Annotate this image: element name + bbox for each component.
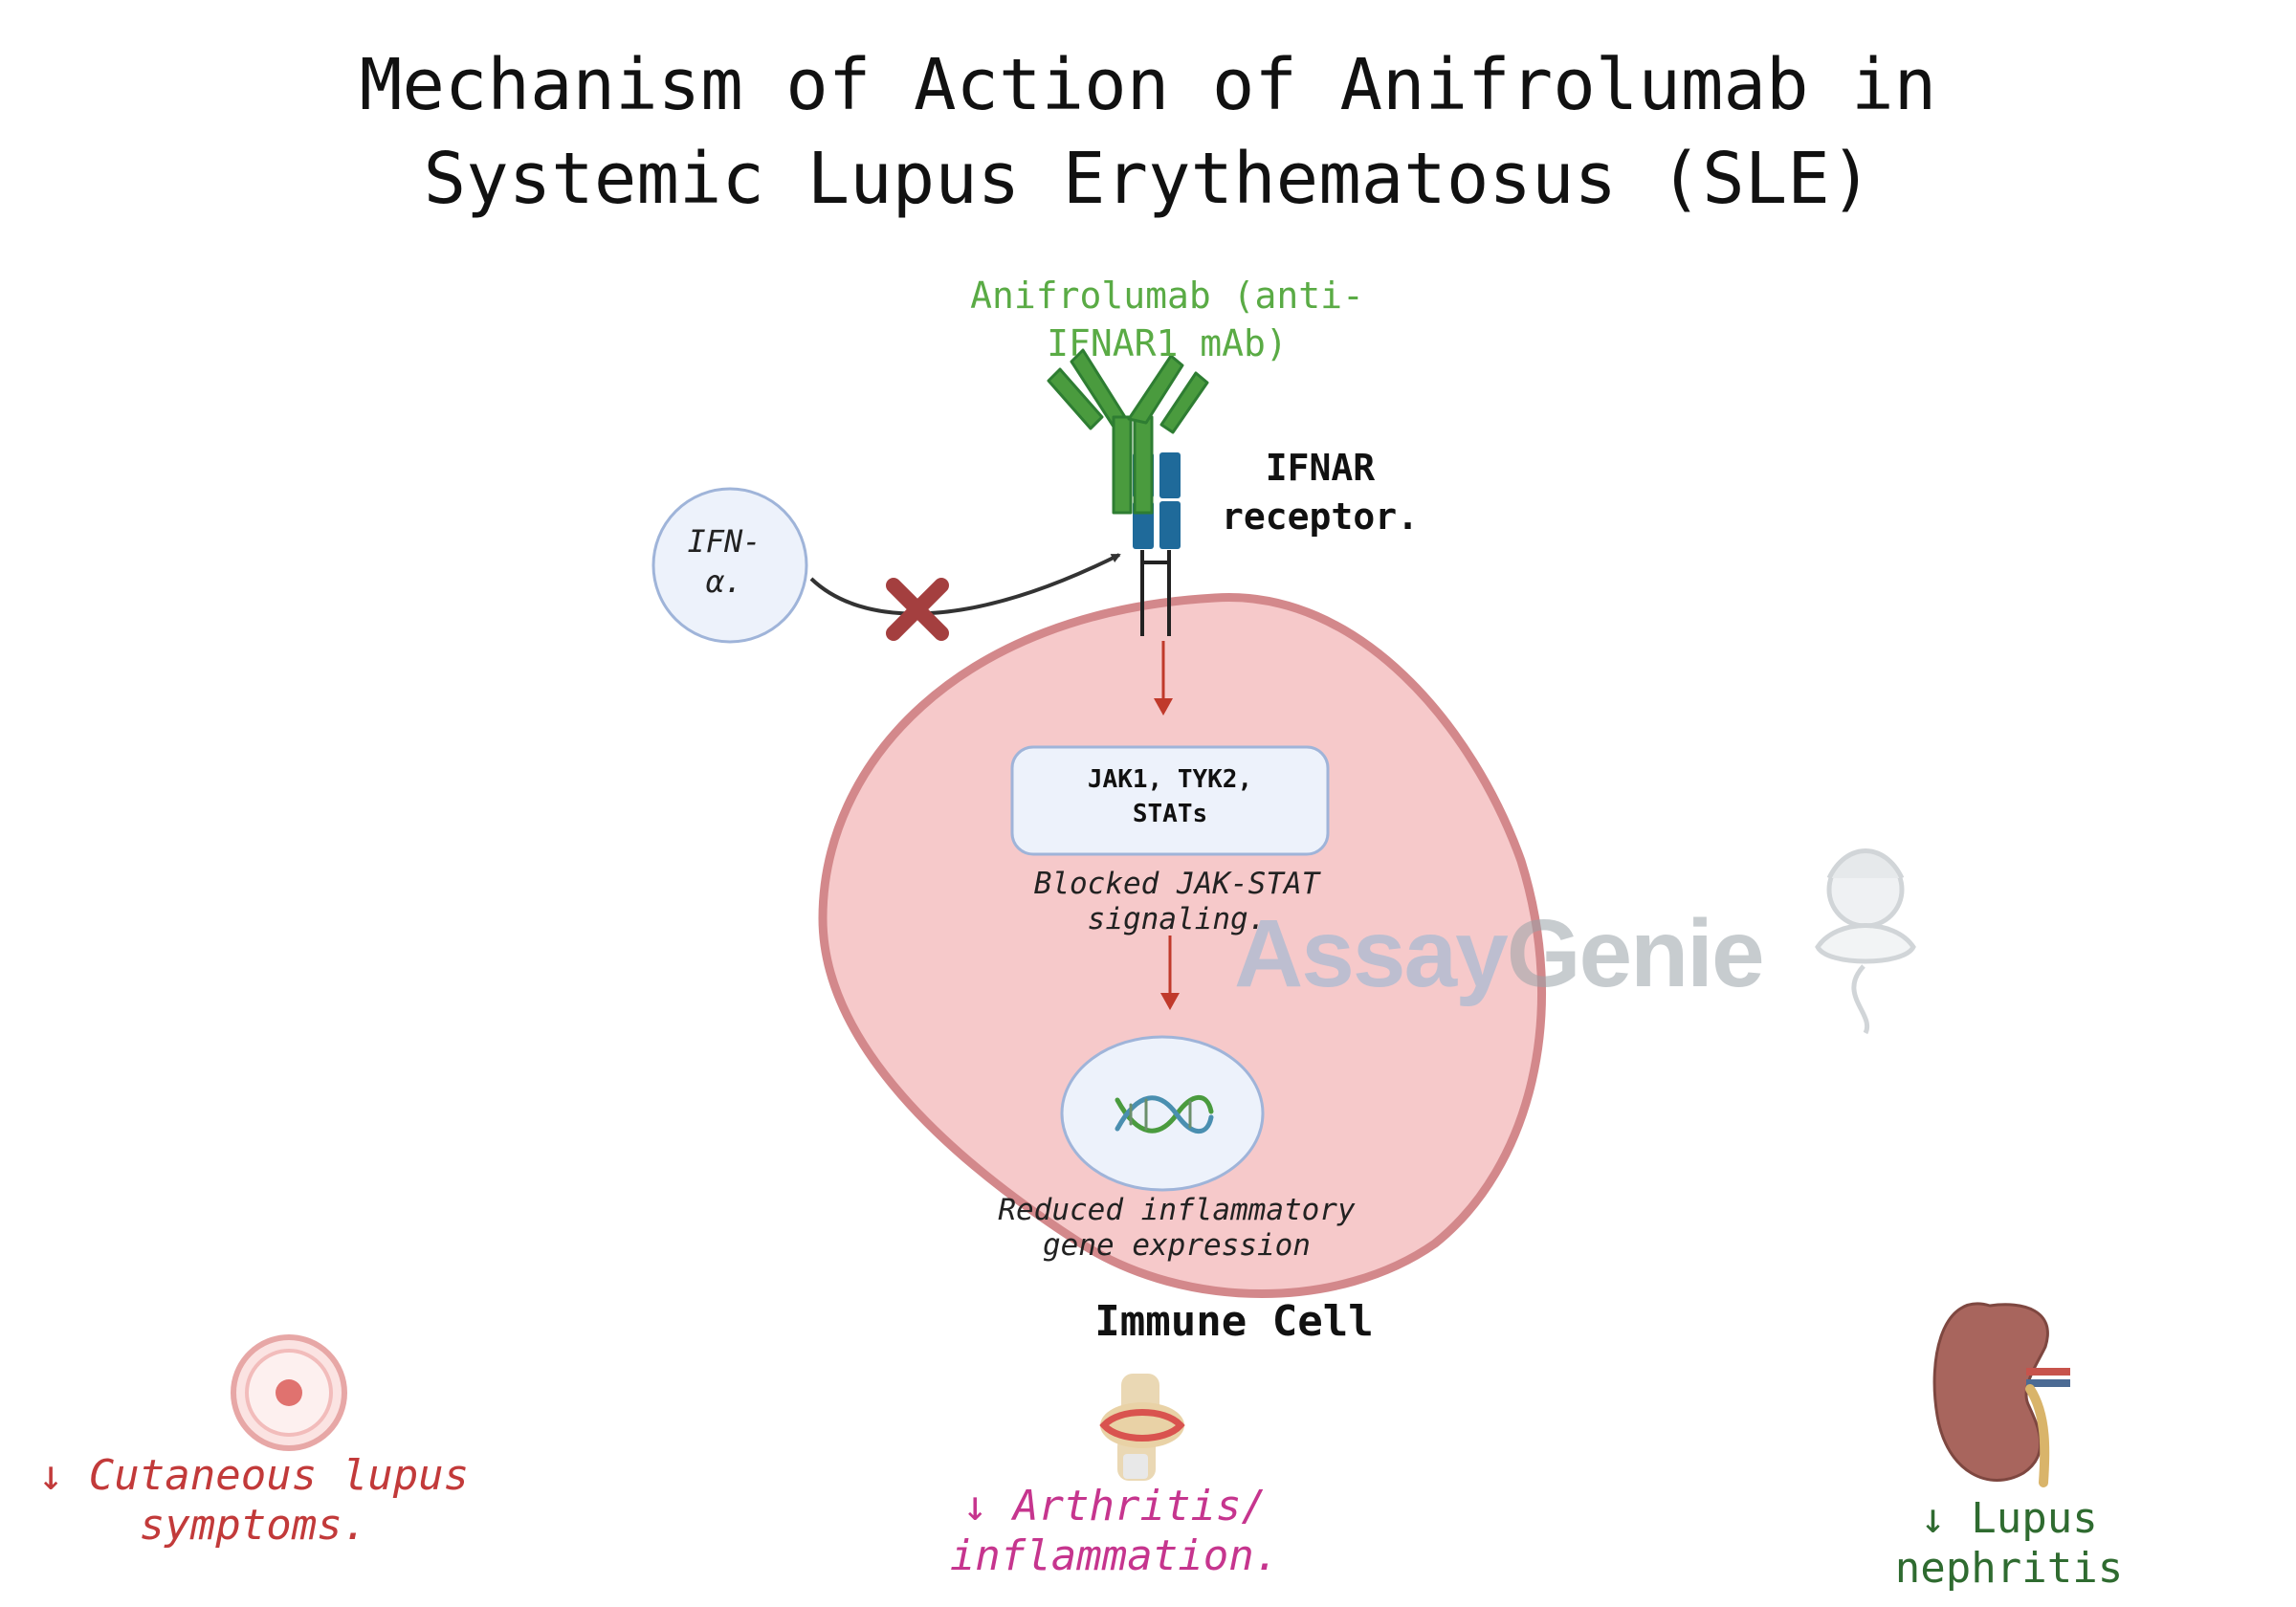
- signal-arrow-2: [1160, 936, 1180, 1010]
- immune-cell-label: Immune Cell: [1094, 1297, 1374, 1346]
- nephritis-outcome-label: ↓ Lupus nephritis: [1894, 1494, 2124, 1593]
- page-title: Mechanism of Action of Anifrolumab in Sy…: [0, 38, 2296, 226]
- jak-stat-label: JAK1, TYK2, STATs: [1087, 765, 1253, 828]
- antibody-icon: [1047, 348, 1209, 515]
- immune-cell-body: [818, 593, 1546, 1298]
- blocked-signaling-label: Blocked JAK-STAT signaling.: [1033, 867, 1320, 936]
- binding-arrow: [809, 553, 1121, 616]
- antibody-label: Anifrolumab (anti- IFNAR1 mAb): [970, 275, 1364, 364]
- red-x-icon: [886, 578, 949, 641]
- arthritis-outcome-label: ↓ Arthritis/ inflammation.: [949, 1482, 1280, 1580]
- knee-joint-icon: [1099, 1374, 1185, 1481]
- title-line-1: Mechanism of Action of Anifrolumab in: [359, 44, 1937, 126]
- ifn-alpha-icon: [651, 487, 808, 644]
- kidney-icon: [1932, 1302, 2070, 1487]
- skin-lesion-icon: [231, 1334, 347, 1451]
- gene-expression-label: Reduced inflammatory gene expression: [998, 1193, 1356, 1263]
- jak-stat-box: [1010, 745, 1330, 856]
- receptor-transmembrane: [1140, 550, 1171, 636]
- ifn-alpha-label: IFN- α.: [687, 523, 762, 600]
- watermark: AssayGenie: [1234, 899, 1765, 1009]
- dna-icon: [1115, 1094, 1214, 1134]
- watermark-part-2: Genie: [1506, 900, 1765, 1007]
- nucleus: [1060, 1035, 1265, 1192]
- signal-arrow-1: [1154, 641, 1173, 715]
- watermark-part-1: Assay: [1234, 900, 1509, 1007]
- cutaneous-outcome-label: ↓ Cutaneous lupus symptoms.: [37, 1451, 470, 1550]
- title-line-2: Systemic Lupus Erythematosus (SLE): [423, 138, 1873, 220]
- genie-mascot-icon: [1815, 848, 1916, 1035]
- receptor-label: IFNAR receptor.: [1222, 447, 1419, 538]
